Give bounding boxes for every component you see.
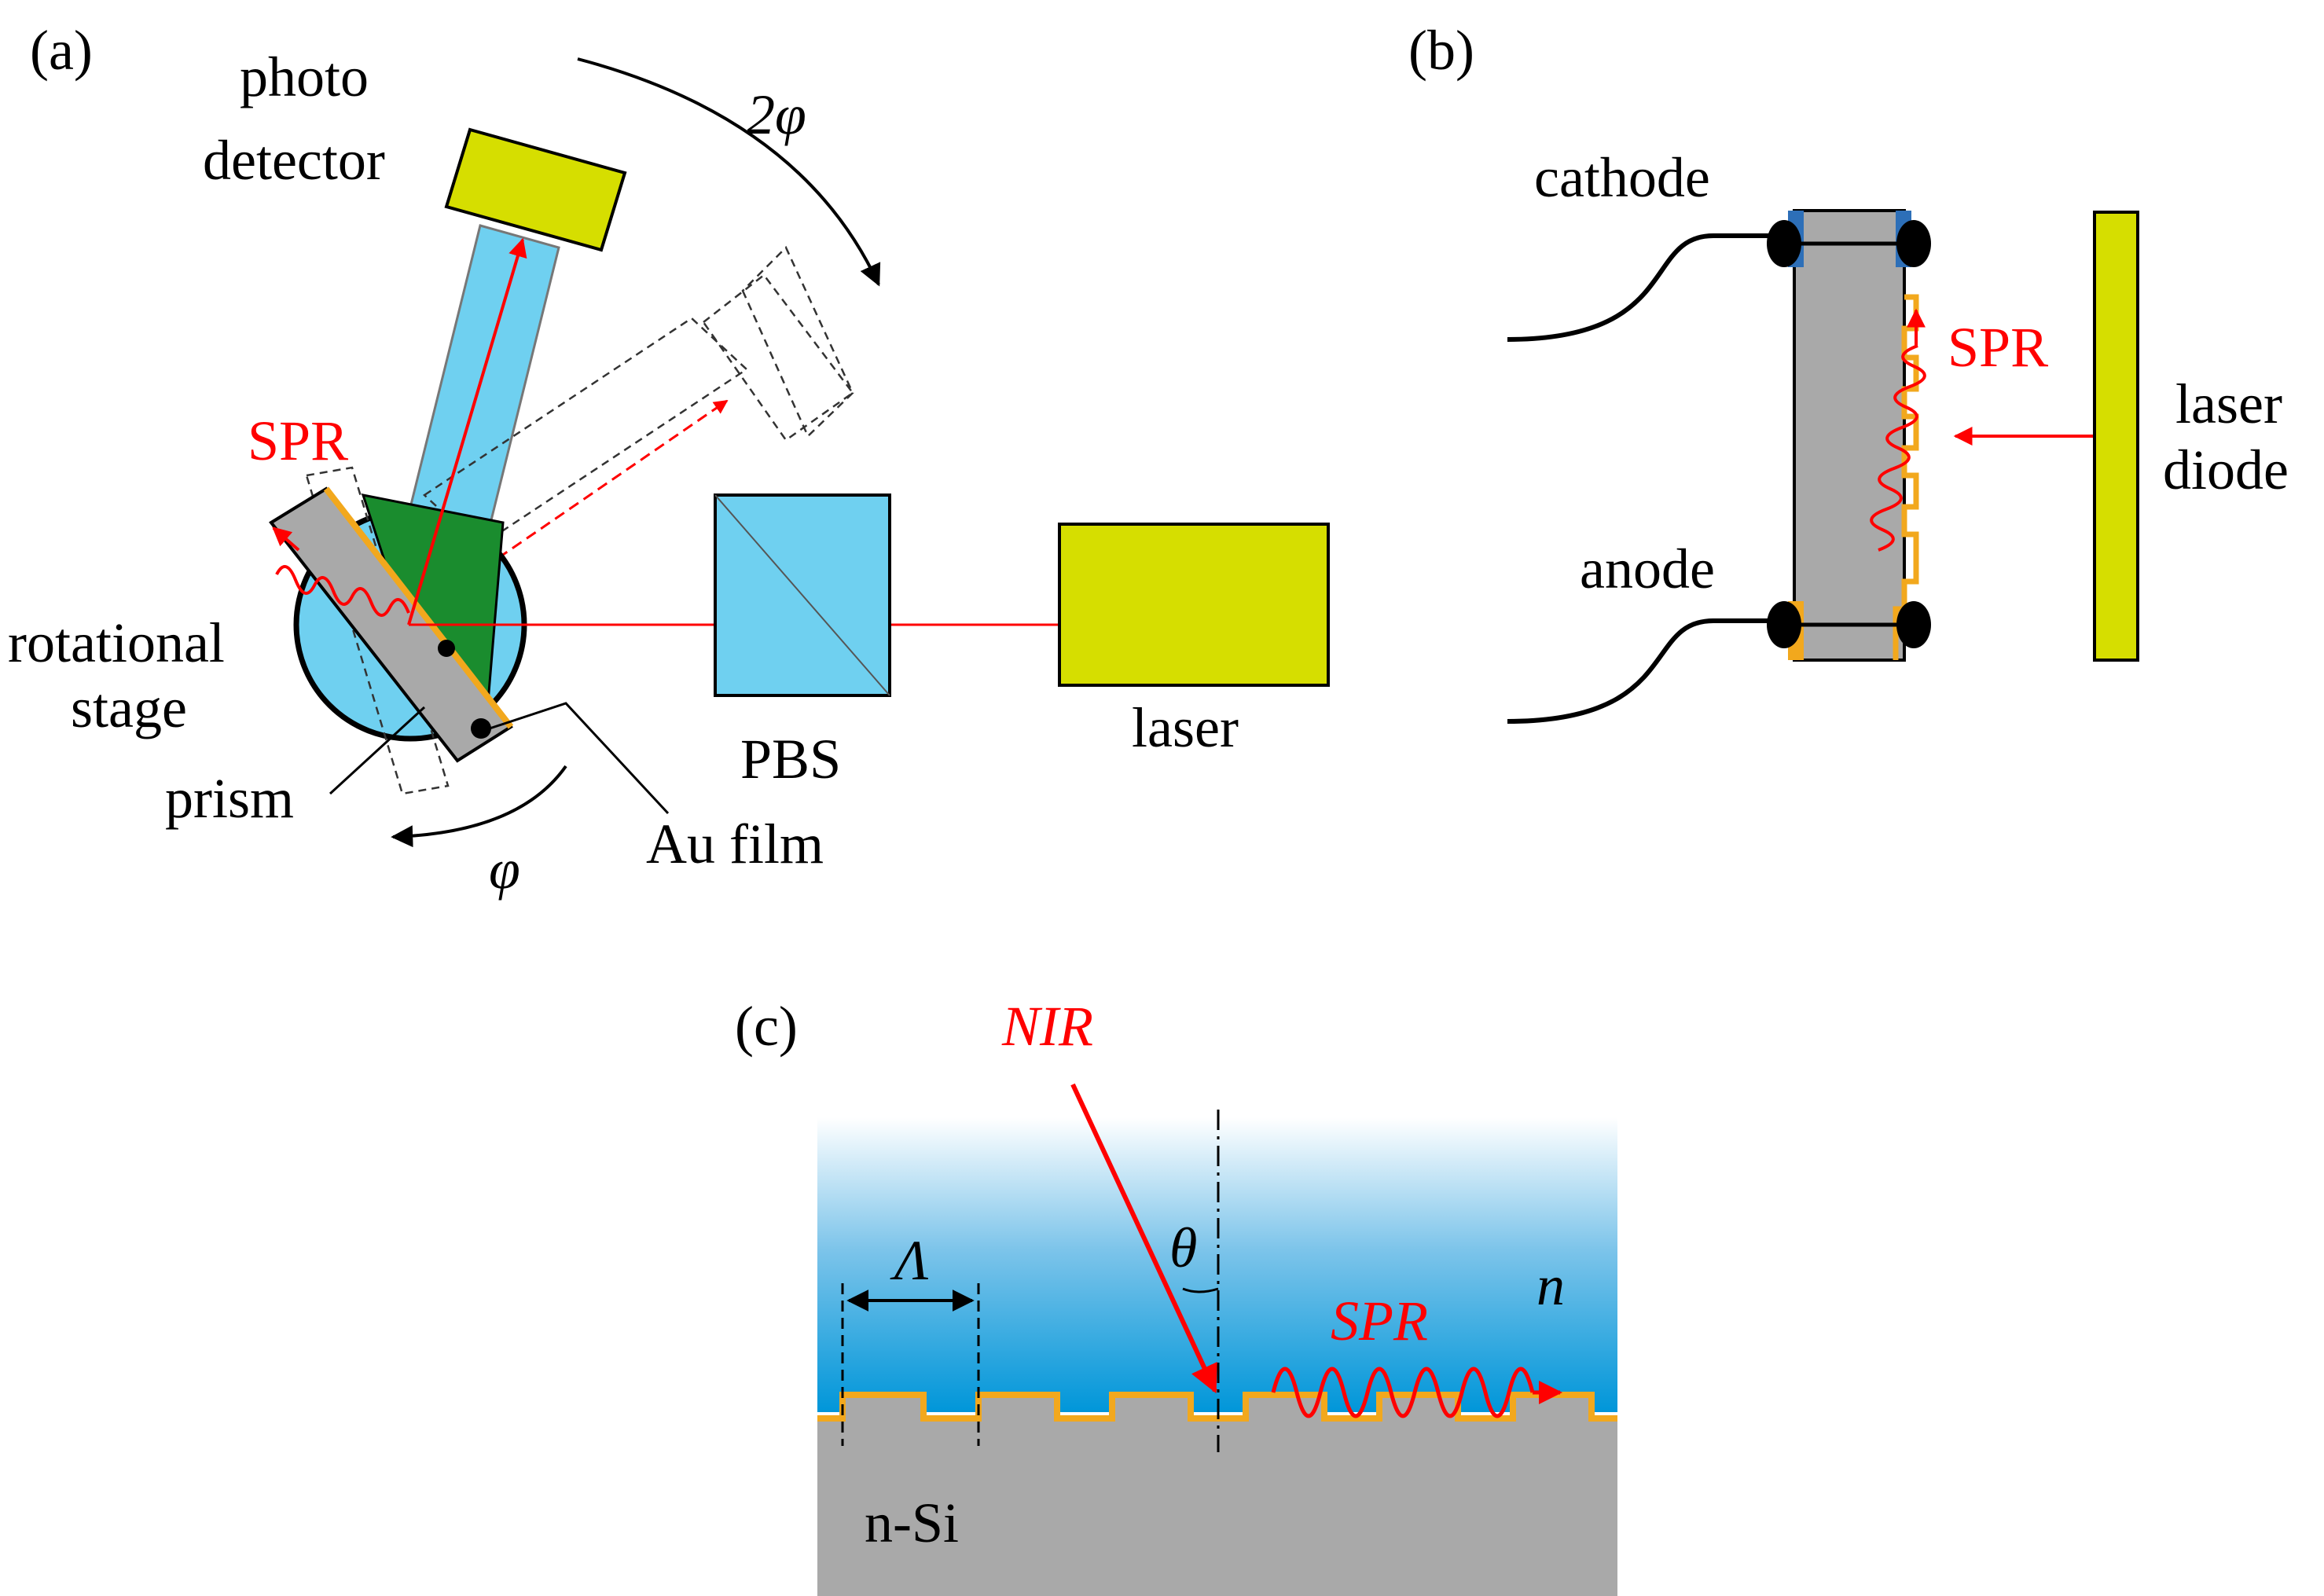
spr-label-b: SPR [1948,316,2048,379]
pbs-diagonal [714,494,890,696]
laser-box [1058,523,1330,687]
substrate-label: n-Si [865,1491,959,1554]
anode-label: anode [1580,538,1715,600]
prism-label: prism [165,767,294,830]
stage-pivot-dot [438,640,455,657]
laser-diode-label-line1: laser [2175,372,2282,435]
nir-incident-beam [1070,1083,1217,1394]
rotation-2phi-arrow [577,57,881,287]
laser-label: laser [1132,696,1239,759]
rotation-phi-label: φ [489,838,520,901]
reflected-beam [407,237,527,626]
n-si-substrate [817,1395,1617,1596]
panel-a: (a) 2φ photo detector [8,19,1330,901]
spr-arrow-a [272,526,300,552]
panel-a-label: (a) [30,19,93,82]
rotational-stage-label-line1: rotational [8,611,225,674]
au-film-layer [323,486,514,729]
spr-wave-a [275,565,410,617]
rotational-stage-label-line2: stage [71,677,187,739]
rotation-phi-arrow [391,765,567,848]
photodetector-box [444,127,627,252]
panel-b: (b) cathode anode SPR laser diode [1408,19,2289,724]
theta-label: θ [1169,1216,1197,1279]
panel-c: (c) n-Si Λ θ NIR SPR n [735,995,1617,1596]
spr-label-c: SPR [1331,1290,1428,1352]
cathode-contact-right [1896,220,1931,267]
index-label: n [1536,1254,1565,1317]
prism-ghost-outline [305,466,450,795]
nir-label: NIR [1001,995,1093,1058]
anode-wire [1507,618,1782,724]
pbs-label: PBS [740,728,841,791]
spr-wave-b [1870,344,1926,552]
anode-contact-right [1896,601,1931,648]
cathode-wire [1507,233,1782,342]
spr-label-a: SPR [248,409,348,472]
theta-arc [1182,1287,1219,1293]
au-film-leader-line [486,702,670,815]
cathode-label: cathode [1534,146,1710,209]
prism-leader-line [329,706,426,795]
anode-contact-left [1767,601,1801,648]
spr-wave-c [1271,1367,1535,1418]
photodetector-label-line2: detector [203,129,385,192]
period-label: Λ [890,1229,929,1292]
laser-diode-label-line2: diode [2163,438,2289,501]
panel-b-label: (b) [1408,19,1474,82]
cathode-contact-left [1767,220,1801,267]
detector-arm-beam [408,224,560,534]
photodetector-label-line1: photo [240,46,369,108]
film-contact-dot [471,718,491,739]
ghost-reflected-beam [412,399,729,618]
panel-c-label: (c) [735,995,798,1058]
gold-grating-edge [1893,294,1919,660]
rotation-2phi-label: 2φ [747,83,806,146]
au-film-label: Au film [646,813,824,875]
laser-diode [2093,211,2139,662]
device-substrate [1793,209,1906,662]
